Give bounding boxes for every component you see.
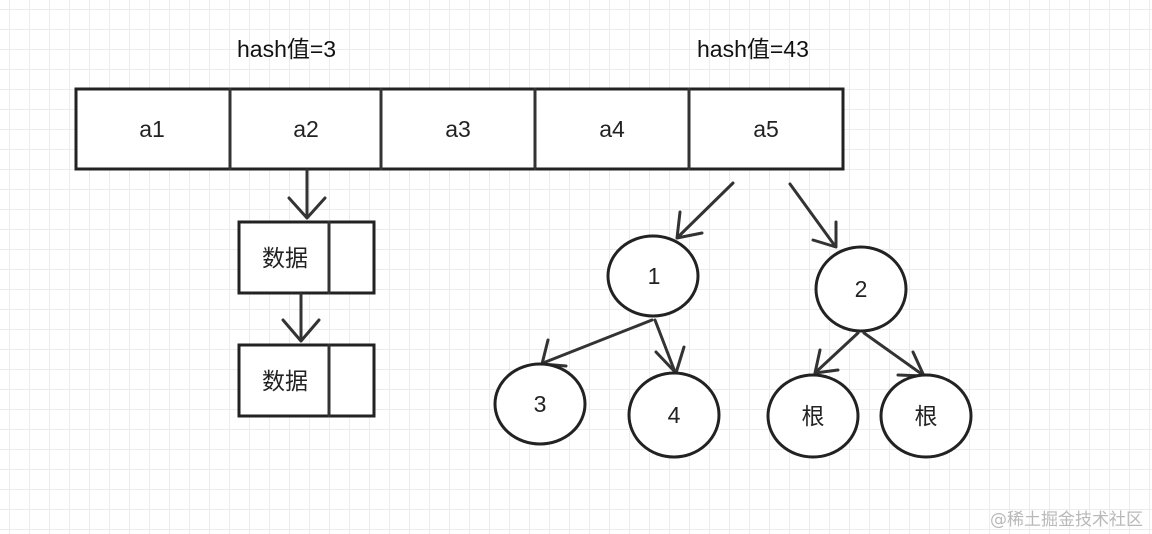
arrow-a5-to-node-2 <box>788 182 837 248</box>
arrowhead <box>675 210 704 240</box>
red-black-tree: 1 2 3 4 根 根 <box>493 181 973 459</box>
tree-leaf-left <box>766 373 860 459</box>
tree-node-3-label: 3 <box>534 391 547 417</box>
bucket-a5: a5 <box>753 116 779 142</box>
tree-node-3 <box>493 362 587 446</box>
arrow-node-2-to-leaf-left <box>814 331 860 374</box>
list-node-2 <box>237 343 376 418</box>
linked-list: 数据 数据 <box>237 168 376 418</box>
hash-label-right: hash值=43 <box>697 36 809 62</box>
tree-node-2-label: 2 <box>855 276 868 302</box>
tree-node-4 <box>627 371 721 459</box>
arrow-node-1-to-node-3 <box>541 318 654 365</box>
tree-node-4-label: 4 <box>668 402 681 428</box>
tree-node-2 <box>814 245 908 333</box>
list-node-1 <box>237 220 376 295</box>
bucket-a1: a1 <box>139 116 165 142</box>
bucket-array: a1 a2 a3 a4 a5 <box>74 87 845 171</box>
list-node-1-label: 数据 <box>262 246 308 272</box>
tree-leaf-left-label: 根 <box>802 404 825 430</box>
tree-leaf-right-label: 根 <box>915 404 938 430</box>
arrowhead <box>287 196 327 220</box>
arrow-node-1-to-node-4 <box>653 318 677 374</box>
arrowhead <box>281 318 321 343</box>
bucket-array-outline <box>74 87 845 171</box>
tree-node-1 <box>606 234 700 318</box>
arrow-node-2-to-leaf-right <box>862 331 925 377</box>
arrow-a5-to-node-1 <box>676 181 735 239</box>
list-node-2-label: 数据 <box>262 369 308 395</box>
tree-leaf-right <box>879 373 973 459</box>
arrowhead <box>811 220 838 249</box>
bucket-a4: a4 <box>599 116 625 142</box>
bucket-a2: a2 <box>293 116 319 142</box>
bucket-a3: a3 <box>445 116 471 142</box>
tree-node-1-label: 1 <box>648 263 661 289</box>
arrowhead <box>813 348 840 375</box>
watermark: @稀土掘金技术社区 <box>990 510 1143 530</box>
hash-label-left: hash值=3 <box>237 36 336 62</box>
